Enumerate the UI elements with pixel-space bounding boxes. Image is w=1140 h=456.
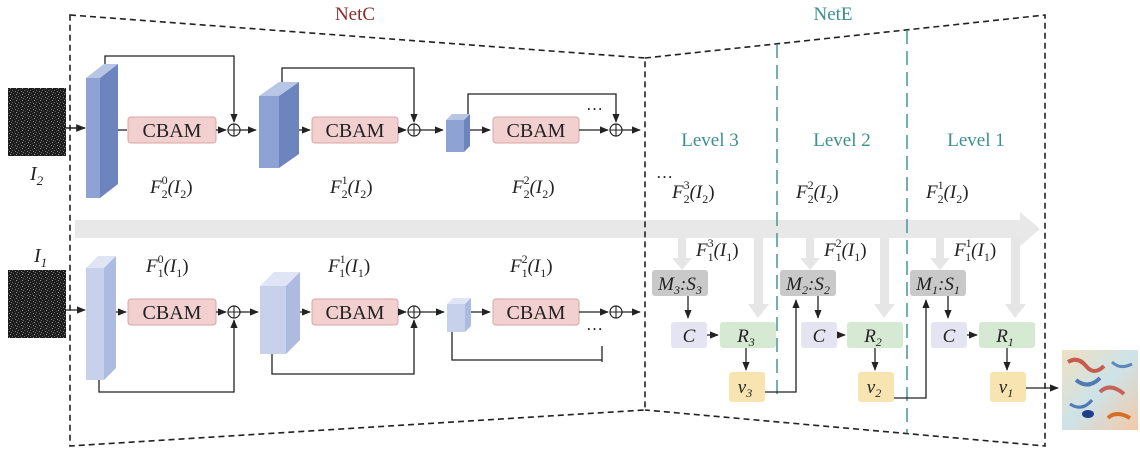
feature-cube-bottom-1	[260, 272, 300, 354]
skip-bottom-0	[98, 319, 238, 393]
refine-box-3: R3	[720, 322, 776, 349]
feature-cube-top-0	[86, 64, 118, 198]
arrow-v2-to-match1	[894, 299, 930, 399]
velocity-box-2: v2	[858, 372, 894, 402]
velocity-box-3: v3	[729, 372, 765, 402]
add-node-bottom-1	[407, 305, 421, 319]
concat-box-2: C	[801, 322, 837, 348]
match-box-3: M3:S3	[652, 270, 708, 297]
input-image-i1	[8, 270, 66, 338]
cbam-block-top-1: CBAM	[311, 116, 399, 144]
skip-top-2	[467, 93, 620, 123]
concat-box-1: C	[931, 322, 967, 348]
match-box-1: M1:S1	[910, 270, 966, 297]
add-node-top-2	[609, 123, 623, 137]
input-label-i1: I1	[33, 245, 47, 270]
match-box-2: M2:S2	[780, 270, 836, 297]
cbam-block-top-0: CBAM	[127, 116, 217, 144]
ellipsis-top-skip: …	[586, 95, 603, 114]
svg-text:M3:S3: M3:S3	[657, 274, 702, 297]
refine-box-2: R2	[847, 322, 903, 349]
add-node-top-1	[407, 123, 421, 137]
feature-transfer-band	[75, 212, 1040, 246]
level-label-1: Level 1	[947, 130, 1005, 151]
input-label-i2: I2	[29, 163, 44, 188]
input-image-i2	[8, 88, 66, 156]
netc-boundary	[69, 14, 646, 447]
nete-title: NetE	[813, 4, 852, 25]
skip-top-0	[104, 55, 238, 123]
cbam-block-bottom-1: CBAM	[311, 298, 399, 326]
skip-bottom-1	[271, 319, 418, 375]
skip-top-1	[281, 67, 418, 123]
svg-text:M2:S2: M2:S2	[785, 274, 830, 297]
nete-boundary	[644, 14, 1046, 447]
level-label-2: Level 2	[813, 130, 871, 151]
level-label-3: Level 3	[681, 130, 739, 151]
svg-text:C: C	[943, 326, 956, 347]
feature-cube-bottom-2	[447, 298, 471, 332]
add-node-bottom-2	[609, 305, 623, 319]
cbam-block-bottom-0: CBAM	[127, 298, 217, 326]
feature-cube-bottom-0	[86, 256, 116, 380]
cbam-block-bottom-2: CBAM	[492, 298, 580, 326]
add-node-bottom-0	[227, 305, 241, 319]
svg-text:C: C	[813, 326, 826, 347]
svg-text:CBAM: CBAM	[326, 302, 385, 324]
svg-text:M1:S1: M1:S1	[915, 274, 960, 297]
svg-text:CBAM: CBAM	[143, 302, 202, 324]
refine-box-1: R1	[979, 322, 1035, 349]
arrow-v3-to-match2	[765, 299, 800, 393]
svg-text:CBAM: CBAM	[326, 120, 385, 142]
svg-text:CBAM: CBAM	[143, 120, 202, 142]
svg-text:CBAM: CBAM	[507, 302, 566, 324]
concat-box-3: C	[671, 322, 707, 348]
cbam-block-top-2: CBAM	[492, 116, 580, 144]
add-node-top-0	[227, 123, 241, 137]
velocity-box-1: v1	[990, 372, 1026, 402]
ellipsis-bottom: …	[586, 315, 603, 334]
output-flow-field-image	[1062, 350, 1138, 430]
svg-text:C: C	[683, 326, 696, 347]
svg-text:CBAM: CBAM	[507, 120, 566, 142]
netc-title: NetC	[335, 4, 375, 25]
ellipsis-nete-top: …	[656, 163, 673, 182]
skip-bottom-2	[451, 332, 602, 361]
band-drop-arrows	[672, 238, 1026, 318]
feature-cube-top-2	[446, 114, 470, 152]
feature-cube-top-1	[259, 82, 299, 168]
